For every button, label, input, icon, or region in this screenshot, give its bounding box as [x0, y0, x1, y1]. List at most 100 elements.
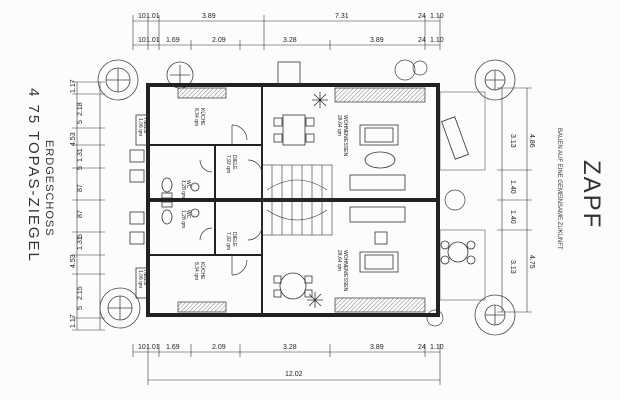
tree-bottom-left	[99, 287, 141, 329]
dim-top-9: 1.69	[166, 37, 180, 44]
dim-left-14: 1.17	[70, 314, 77, 328]
room-label-hvac-bottom: HEIZG	[142, 270, 148, 285]
room-area-hvac-bottom: 1,06 qm	[137, 270, 143, 288]
terrace-bottom	[439, 229, 486, 301]
window-left-4	[129, 211, 145, 225]
plant-icon	[307, 92, 328, 308]
toilet-icon	[161, 177, 200, 225]
model-title: 4 75 TOPAS-ZIEGEL	[25, 88, 42, 263]
dim-left-1: 1.17	[70, 79, 77, 93]
dim-right-2: 4.86	[528, 134, 535, 148]
dim-left-3: 5	[77, 120, 84, 124]
room-area-kitchen-bottom: 8,34 qm	[193, 262, 199, 280]
dim-top-10: 2.09	[212, 37, 226, 44]
dim-top-13: 24	[418, 37, 426, 44]
top-dimension-lines	[132, 15, 441, 50]
garden-table	[440, 240, 476, 265]
deck-chair	[441, 116, 469, 160]
room-area-wc-top: 1,28 qm	[180, 180, 186, 198]
dim-left-10: 1.31	[77, 236, 84, 250]
shrub-bottom-right	[426, 309, 444, 327]
dim-top-2: 1.01	[146, 13, 160, 20]
hvac-box-bottom	[135, 267, 149, 299]
dim-left-9: 5	[77, 234, 84, 238]
dim-top-11: 3.28	[283, 37, 297, 44]
dim-bottom-1: 10	[138, 344, 146, 351]
dim-left-6: 5	[77, 166, 84, 170]
room-area-hall-bottom: 7,92 qm	[225, 232, 231, 250]
floor-title: ERDGESCHOSS	[43, 140, 55, 237]
tree-right-top	[474, 59, 516, 101]
left-dimension-lines	[72, 81, 105, 331]
dim-left-12: 2.15	[77, 286, 84, 300]
dim-right-3: 1.40	[509, 180, 516, 194]
dim-top-7: 10	[138, 37, 146, 44]
dim-top-6: 1.10	[430, 13, 444, 20]
dim-left-13: 5	[77, 306, 84, 310]
dim-top-5: 24	[418, 13, 426, 20]
dim-bottom-total: 12.02	[285, 371, 303, 378]
dim-right-1: 3.13	[509, 134, 516, 148]
shrub-right-middle	[444, 189, 466, 211]
sofa-top	[349, 124, 406, 191]
room-area-hall-top: 7,92 qm	[225, 155, 231, 173]
dim-top-3: 3.89	[202, 13, 216, 20]
room-label-hall-bottom: DIELE	[231, 232, 237, 247]
window-left-2	[129, 231, 145, 245]
hvac-box-top	[135, 114, 149, 146]
room-label-living-top: WOHNEN/ESSEN	[342, 115, 348, 157]
dim-left-2: 2.18	[77, 102, 84, 116]
room-area-kitchen-top: 8,34 qm	[193, 108, 199, 126]
room-label-wc-bottom: WC	[185, 210, 191, 219]
dim-right-6: 4.75	[528, 255, 535, 269]
dim-bottom-6: 3.89	[370, 344, 384, 351]
dim-top-14: 1.10	[430, 37, 444, 44]
room-area-living-bottom: 28,64 qm	[336, 250, 342, 271]
shrub-top-right	[394, 59, 428, 81]
room-area-hvac-top: 1,06 qm	[137, 118, 143, 136]
dim-left-4: 4.53	[70, 132, 77, 146]
tree-right-bottom	[474, 294, 516, 336]
window-left-1	[129, 149, 145, 163]
dim-left-11: 4.53	[70, 254, 77, 268]
kitchen-counter-top	[177, 87, 227, 99]
dim-bottom-2: 1.01	[146, 344, 160, 351]
dim-left-7: 87	[77, 184, 84, 192]
room-label-kitchen-top: KÜCHE	[199, 108, 206, 126]
dim-right-4: 1.40	[509, 210, 516, 224]
dim-right-5: 3.13	[509, 260, 516, 274]
dim-top-4: 7.31	[335, 13, 349, 20]
cabinet-bottom	[334, 297, 426, 313]
staircase-top	[261, 164, 333, 201]
dining-table-bottom	[273, 272, 313, 300]
terrace-top	[439, 91, 486, 171]
room-area-wc-bottom: 1,28 qm	[180, 210, 186, 228]
room-area-living-top: 28,64 qm	[336, 115, 342, 136]
dim-bottom-8: 1.10	[430, 344, 444, 351]
room-label-living-bottom: WOHNEN/ESSEN	[342, 250, 348, 292]
dim-left-5: 1.31	[77, 148, 84, 162]
staircase-bottom	[261, 199, 333, 236]
dim-bottom-3: 1.69	[166, 344, 180, 351]
room-label-wc-top: WC	[185, 180, 191, 189]
dim-bottom-7: 24	[418, 344, 426, 351]
dim-bottom-4: 2.09	[212, 344, 226, 351]
sofa-bottom	[349, 206, 406, 273]
dining-table-top	[273, 114, 315, 146]
dim-left-8: 87	[77, 210, 84, 218]
right-dimension-lines	[497, 87, 532, 313]
entrance-top	[277, 61, 301, 85]
window-left-3	[129, 169, 145, 183]
bottom-dimension-lines	[132, 344, 441, 385]
brand-slogan: BAUEN AUF EINE GEMEINSAME ZUKUNFT	[556, 128, 562, 250]
dim-top-8: 1.01	[146, 37, 160, 44]
dim-top-12: 3.89	[370, 37, 384, 44]
room-label-hvac-top: HEIZG	[142, 118, 148, 133]
kitchen-counter-bottom	[177, 301, 227, 313]
room-label-kitchen-bottom: KÜCHE	[199, 262, 206, 280]
room-label-hall-top: DIELE	[231, 155, 237, 170]
dim-bottom-5: 3.28	[283, 344, 297, 351]
tree-top-left	[97, 59, 139, 101]
dim-top-1: 10	[138, 13, 146, 20]
